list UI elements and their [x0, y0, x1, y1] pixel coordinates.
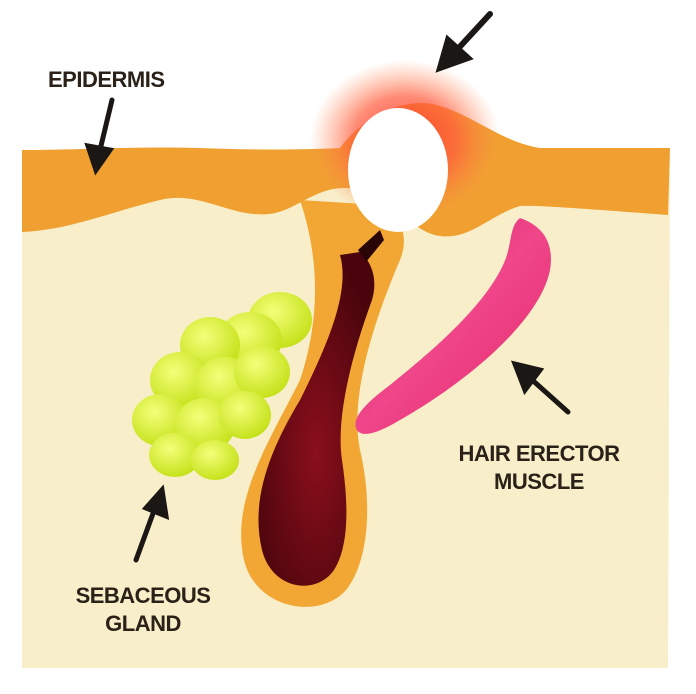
sebaceous-gland-label: SEBACEOUS GLAND	[48, 582, 238, 637]
arrow-pustule-icon	[440, 14, 490, 68]
epidermis-label: EPIDERMIS	[48, 66, 165, 94]
sebaceous-gland-label-line1: SEBACEOUS	[48, 582, 238, 610]
hair-erector-muscle-label-line1: HAIR ERECTOR	[424, 440, 654, 468]
hair-erector-muscle-label-line2: MUSCLE	[424, 468, 654, 496]
hair-erector-muscle-label: HAIR ERECTOR MUSCLE	[424, 440, 654, 495]
pustule	[348, 108, 448, 232]
sebaceous-gland-label-line2: GLAND	[48, 610, 238, 638]
